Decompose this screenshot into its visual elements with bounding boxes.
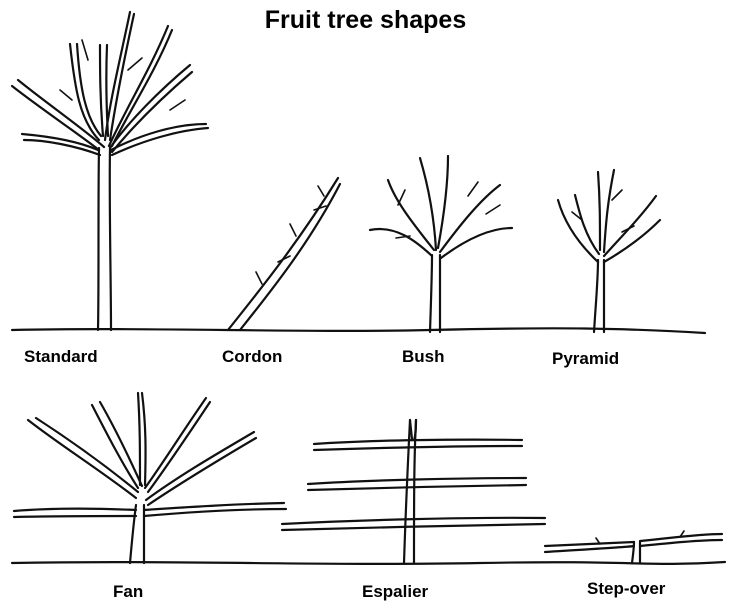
label-cordon: Cordon (222, 347, 282, 367)
cordon-drawing (228, 178, 340, 330)
fan-drawing (14, 393, 286, 563)
ground-line-bottom (12, 562, 725, 564)
stepover-drawing (545, 531, 722, 563)
ground-line-top (12, 328, 705, 333)
espalier-drawing (282, 420, 545, 563)
label-fan: Fan (113, 582, 143, 602)
label-standard: Standard (24, 347, 98, 367)
label-bush: Bush (402, 347, 445, 367)
pyramid-drawing (558, 170, 660, 332)
label-stepover: Step-over (587, 579, 665, 599)
label-espalier: Espalier (362, 582, 428, 602)
label-pyramid: Pyramid (552, 349, 619, 369)
standard-tree-drawing (12, 12, 208, 330)
bush-drawing (370, 156, 512, 332)
